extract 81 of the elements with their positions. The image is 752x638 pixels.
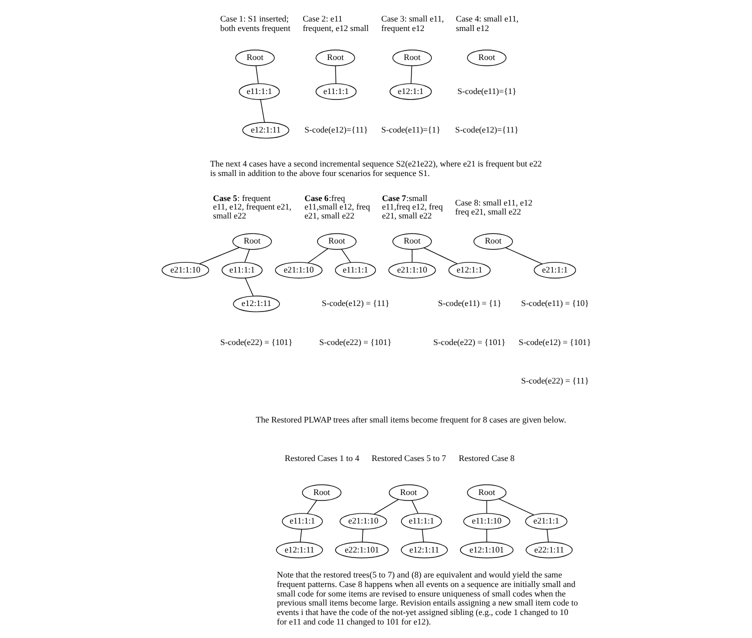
node-ellipse: e21:1:1 bbox=[524, 513, 567, 530]
label: The next 4 cases have a second incremental sequence S2(e21e22), where e21 is frequent but e22 is small in addition to the above four scenarios for sequence S1. bbox=[210, 158, 542, 178]
connector bbox=[504, 247, 542, 264]
label: S-code(e22) = {101} bbox=[220, 336, 292, 347]
node-ellipse: e22:1:101 bbox=[334, 542, 388, 558]
label: S-code(e12) = {11} bbox=[321, 298, 389, 308]
label: Restored Cases 1 to 4 bbox=[284, 453, 359, 464]
label: Case 5: frequent e11, e12, frequent e21, small e22 bbox=[212, 193, 291, 220]
label: Case 4: small e11, small e12 bbox=[455, 14, 518, 34]
label: Case 8: small e11, e12 freq e21, small e22 bbox=[454, 197, 532, 217]
node-ellipse: Root bbox=[388, 484, 428, 501]
node-ellipse: Root bbox=[392, 233, 432, 250]
node-ellipse: e12:1:1 bbox=[448, 262, 490, 278]
connector bbox=[410, 66, 412, 84]
connector bbox=[244, 249, 250, 263]
node-ellipse: e21:1:10 bbox=[388, 262, 436, 278]
connector bbox=[198, 247, 240, 264]
connector bbox=[307, 248, 328, 264]
connector bbox=[486, 500, 487, 514]
node-ellipse: e11:1:1 bbox=[400, 513, 442, 530]
connector bbox=[411, 500, 418, 514]
connector bbox=[498, 498, 534, 516]
node-ellipse: e21:1:10 bbox=[161, 262, 209, 278]
node-ellipse: e11:1:1 bbox=[238, 83, 280, 100]
connector bbox=[361, 529, 363, 542]
connector bbox=[546, 529, 548, 542]
node-ellipse: e12:1:1 bbox=[389, 83, 432, 100]
label: S-code(e12)={11} bbox=[454, 124, 518, 135]
label: Case 3: small e11, frequent e12 bbox=[380, 14, 444, 34]
node-ellipse: Root bbox=[232, 233, 272, 250]
label: S-code(e22) = {11} bbox=[520, 376, 588, 386]
node-ellipse: e12:1:11 bbox=[400, 542, 448, 558]
label: S-code(e11)={1} bbox=[380, 124, 440, 135]
label: S-code(e11) = {1} bbox=[437, 298, 501, 308]
node-ellipse: Root bbox=[466, 484, 506, 501]
label: Restored Cases 5 to 7 bbox=[371, 453, 446, 464]
node-ellipse: Root bbox=[316, 233, 356, 250]
connector bbox=[255, 65, 258, 84]
label: S-code(e11) = {10} bbox=[520, 298, 588, 308]
node-ellipse: e12:1:11 bbox=[275, 542, 322, 558]
connector bbox=[244, 278, 254, 296]
label: Restored Case 8 bbox=[458, 453, 514, 464]
node-ellipse: e12:1:11 bbox=[232, 296, 280, 312]
node-ellipse: e11:1:1 bbox=[334, 262, 376, 278]
connector bbox=[340, 249, 350, 263]
node-ellipse: e11:1:1 bbox=[281, 513, 322, 530]
label: Case 1: S1 inserted; both events frequent bbox=[220, 14, 290, 34]
connector bbox=[373, 499, 398, 515]
connector bbox=[260, 99, 264, 123]
node-ellipse: e21:1:10 bbox=[339, 513, 387, 530]
node-ellipse: e22:1:11 bbox=[525, 542, 572, 558]
node-ellipse: Root bbox=[315, 50, 355, 66]
label: S-code(e11)={1} bbox=[456, 86, 516, 96]
label: Case 6:freq e11,small e12, freq e21, small e22 bbox=[304, 193, 370, 220]
connector bbox=[486, 529, 487, 542]
node-ellipse: Root bbox=[302, 484, 341, 501]
node-ellipse: Root bbox=[392, 50, 432, 66]
connector bbox=[299, 529, 302, 542]
connector bbox=[423, 248, 458, 264]
label: S-code(e22) = {101} bbox=[432, 336, 506, 347]
node-ellipse: e12:1:101 bbox=[459, 542, 514, 558]
label: The Restored PLWAP trees after small items become frequent for 8 cases are given below. bbox=[255, 414, 566, 424]
node-ellipse: e21:1:10 bbox=[274, 262, 322, 278]
label: S-code(e22) = {101} bbox=[318, 336, 391, 347]
node-ellipse: e21:1:1 bbox=[533, 262, 576, 278]
label: Note that the restored trees(5 to 7) and (8) are equivalent and would yield the same frequent patterns. Case 8 happens when all events on a sequence are initially small and small code for some items are revised to ensure uniqueness of small codes when the previous small items become large. Revision entails assigning a new small item code to events i that have the code of the not-yet assigned sibling (e.g., code 1 changed to 10 for e11 and code 11 changed to 101 for e12). bbox=[276, 570, 578, 626]
node-ellipse: Root bbox=[466, 50, 506, 66]
connector bbox=[411, 249, 412, 263]
label: S-code(e12) = {101} bbox=[518, 336, 590, 347]
node-ellipse: Root bbox=[472, 233, 512, 250]
connector bbox=[334, 66, 336, 84]
node-ellipse: e12:1:11 bbox=[242, 122, 289, 139]
connector bbox=[421, 529, 424, 542]
label: Case 7:small e11,freq e12, freq e21, small e22 bbox=[381, 193, 442, 220]
node-ellipse: Root bbox=[234, 50, 274, 66]
connector bbox=[306, 500, 316, 514]
node-ellipse: e11:1:1 bbox=[221, 262, 262, 278]
node-ellipse: e11:1:10 bbox=[462, 513, 510, 530]
label: Case 2: e11 frequent, e12 small bbox=[302, 14, 368, 34]
label: S-code(e12)={11} bbox=[304, 124, 368, 135]
node-ellipse: e11:1:1 bbox=[315, 83, 356, 100]
